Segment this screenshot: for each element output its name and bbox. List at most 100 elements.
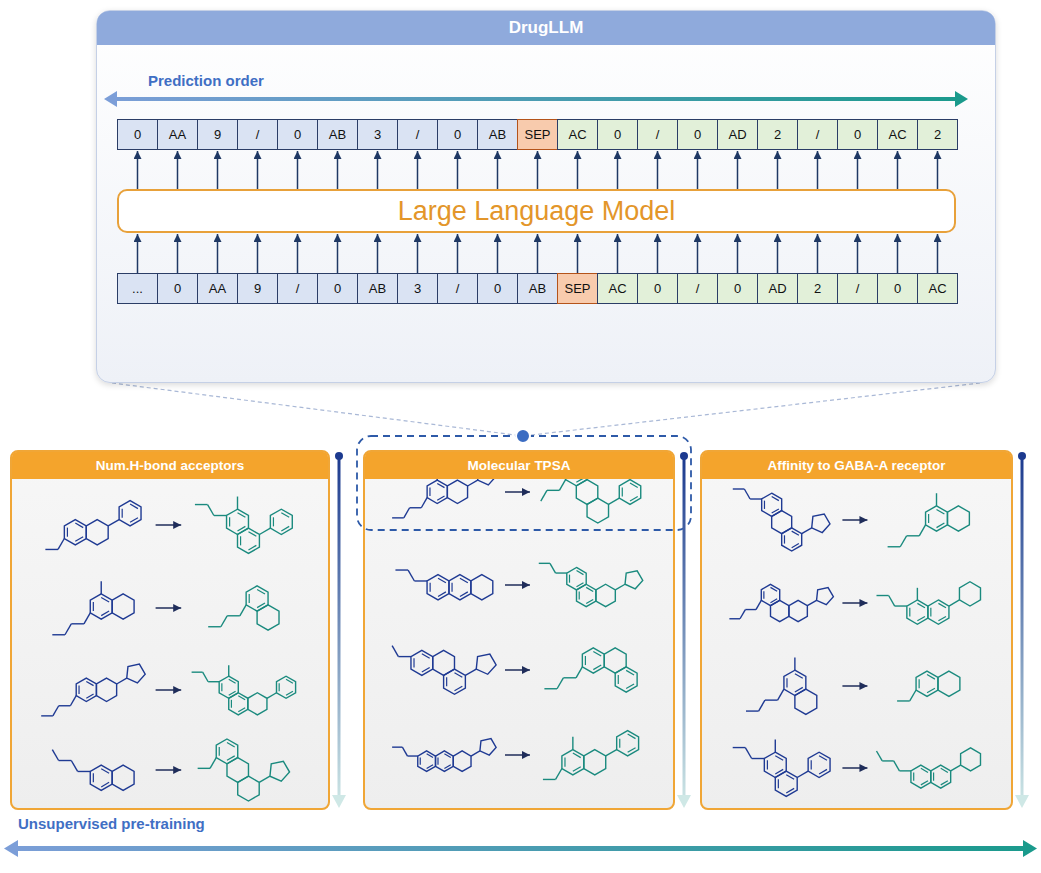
ring-bond [238, 528, 260, 553]
token-box: / [637, 119, 678, 150]
chain-bond [52, 634, 65, 635]
ring-bond [449, 575, 471, 600]
transform-arrow [156, 607, 182, 609]
ring-bond [270, 509, 292, 534]
double-bond [451, 583, 452, 592]
svg-part [332, 795, 346, 808]
chain-bond [259, 528, 270, 534]
chain-bond [775, 740, 776, 753]
double-bond [130, 504, 138, 509]
token-text: 0 [894, 281, 901, 296]
chain-bond [240, 605, 246, 616]
double-bond [586, 587, 593, 591]
chain-bond [919, 525, 925, 536]
ring-bond [64, 520, 86, 545]
double-bond [630, 496, 638, 500]
chain-bond [559, 480, 565, 491]
double-bond [219, 747, 220, 756]
chain-bond [949, 600, 960, 606]
ring-bond [812, 514, 830, 533]
ring-bond [562, 750, 584, 775]
ring-bond [436, 751, 454, 772]
flow-arrow [777, 151, 779, 189]
flow-arrow [577, 234, 579, 273]
double-bond [930, 608, 931, 617]
double-bond [427, 754, 433, 758]
double-bond [938, 616, 946, 620]
double-bond [941, 781, 948, 785]
chain-bond [208, 681, 219, 682]
ring-bond [931, 765, 951, 788]
double-bond [811, 760, 812, 769]
token-box: 2 [917, 119, 958, 150]
chain-bond [744, 489, 750, 499]
double-bond [75, 537, 83, 542]
ring-bond [257, 605, 279, 630]
double-bond [630, 483, 638, 487]
pretrain-arrow [332, 452, 346, 808]
transform-arrow [505, 584, 530, 586]
flow-arrow [737, 234, 739, 273]
ring-bond [453, 751, 471, 772]
ring-bond [961, 748, 981, 771]
chain-bond [745, 748, 751, 759]
chain-bond [752, 758, 765, 759]
token-text: 0 [614, 127, 621, 142]
ring-bond [938, 671, 960, 696]
double-bond [573, 767, 581, 772]
double-bond [86, 694, 93, 698]
double-bond [231, 700, 232, 708]
token-text: 3 [374, 127, 381, 142]
double-bond [819, 769, 827, 774]
token-box: 0 [837, 119, 878, 150]
chain-bond [468, 480, 478, 486]
chain-bond [733, 488, 745, 489]
flow-arrow [177, 151, 179, 189]
double-bond [626, 684, 634, 689]
token-text: 0 [654, 281, 661, 296]
double-bond [438, 592, 446, 597]
double-bond [619, 739, 620, 748]
token-box: AD [757, 273, 798, 304]
flow-arrow [497, 234, 499, 273]
molecule-sketch [392, 739, 496, 772]
chain-bond [84, 613, 90, 624]
chain-bond [765, 699, 778, 700]
token-box: AC [597, 273, 638, 304]
double-bond [101, 611, 109, 616]
flow-arrow [657, 234, 659, 273]
chain-bond [888, 546, 901, 547]
ring-bond [615, 667, 637, 692]
chain-bond [907, 535, 920, 536]
token-box: 0 [117, 119, 158, 150]
svg-part [683, 456, 686, 796]
token-box: AA [157, 119, 198, 150]
flow-arrow [257, 151, 259, 189]
token-box: / [397, 119, 438, 150]
double-bond [101, 782, 109, 787]
token-text: SEP [564, 281, 590, 296]
double-bond [628, 748, 636, 753]
double-bond [122, 509, 123, 518]
double-bond [786, 775, 794, 780]
molecule-sketch [52, 581, 134, 635]
zoom-dot [516, 429, 530, 443]
token-text: / [696, 281, 700, 296]
ring-bond [959, 582, 980, 606]
token-text: 2 [814, 281, 821, 296]
chain-bond [936, 493, 937, 506]
chain-bond [59, 760, 72, 761]
chain-bond [195, 504, 208, 505]
token-box: 0 [637, 273, 678, 304]
double-bond [93, 773, 94, 782]
molecule-sketch [45, 501, 141, 550]
token-box: 0 [677, 119, 718, 150]
token-box: 2 [797, 273, 838, 304]
ring-bond [782, 528, 802, 551]
chain-bond [408, 570, 414, 581]
molecule-sketch [876, 748, 980, 788]
double-bond [101, 597, 109, 602]
ring-bond [76, 678, 96, 701]
token-text: AB [369, 281, 386, 296]
